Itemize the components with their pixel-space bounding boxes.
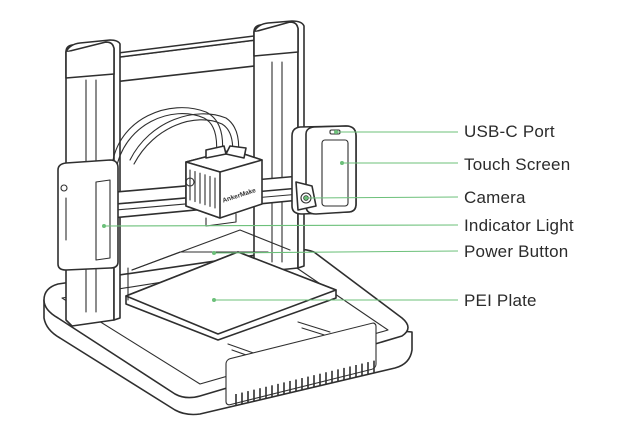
- leader-lines: [102, 130, 459, 302]
- print-bed: [125, 229, 337, 341]
- leader-dot-camera: [304, 196, 308, 200]
- leader-dot-usb-c-port: [334, 130, 338, 134]
- leader-dot-power-button: [212, 251, 216, 255]
- leader-dot-pei-plate: [212, 298, 216, 302]
- right-column: [253, 20, 305, 273]
- label-usb-c-port: USB-C Port: [464, 122, 555, 141]
- leader-dot-touch-screen: [340, 161, 344, 165]
- toolhead-fins: [189, 169, 216, 209]
- vent-grille: [225, 322, 377, 406]
- label-touch-screen: Touch Screen: [464, 155, 570, 174]
- leader-line-indicator-light: [103, 224, 459, 227]
- label-pei-plate: PEI Plate: [464, 291, 537, 310]
- leader-dot-indicator-light: [102, 224, 106, 228]
- toolhead: AnkerMake: [185, 145, 263, 227]
- label-power-button: Power Button: [464, 242, 568, 261]
- left-housing: [57, 159, 119, 271]
- leader-line-power-button: [213, 250, 459, 254]
- label-indicator-light: Indicator Light: [464, 216, 574, 235]
- label-camera: Camera: [464, 188, 526, 207]
- leader-line-camera: [305, 196, 459, 199]
- filament-tubes: [111, 107, 240, 171]
